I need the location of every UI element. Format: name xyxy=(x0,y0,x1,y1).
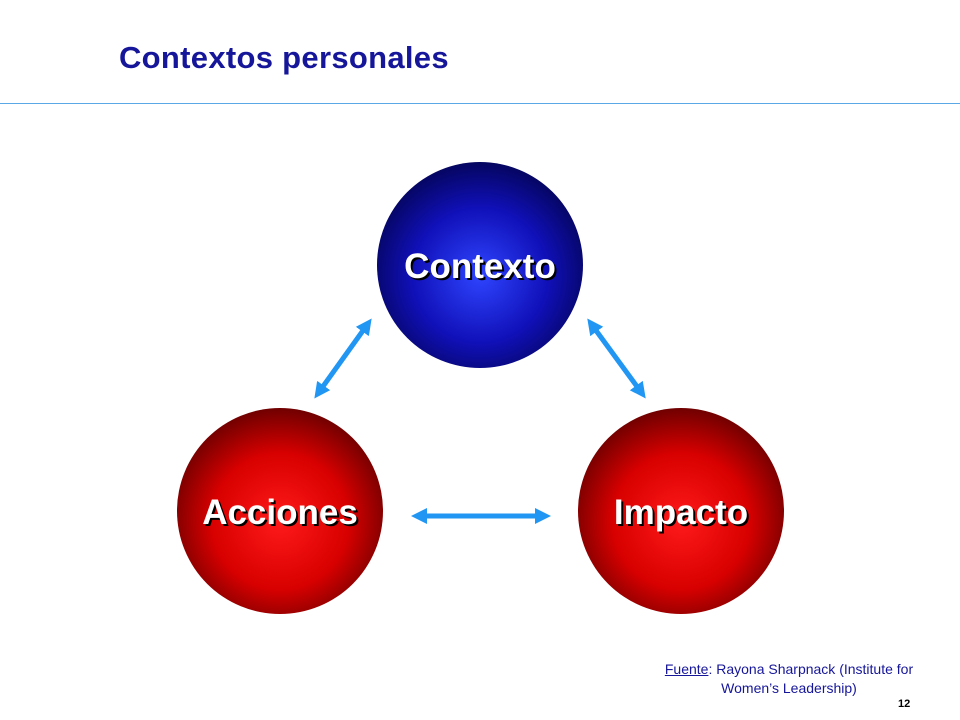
node-contexto-shadow: Contexto xyxy=(406,249,558,288)
node-impacto-shadow: Impacto xyxy=(616,495,750,534)
node-acciones-shadow: Acciones xyxy=(204,495,360,534)
title-divider xyxy=(0,103,960,104)
node-acciones-label: Acciones xyxy=(202,493,358,532)
node-impacto-label: Impacto xyxy=(614,493,748,532)
slide-title: Contextos personales xyxy=(119,40,449,75)
arrow-contexto-acciones xyxy=(314,318,372,399)
source-label: Fuente xyxy=(664,661,709,677)
node-contexto-circle xyxy=(377,162,583,368)
node-impacto-circle xyxy=(578,408,784,614)
node-acciones-circle xyxy=(177,408,383,614)
source-citation: Fuente: Rayona Sharpnack (Institute for … xyxy=(644,660,934,698)
source-text: : Rayona Sharpnack (Institute for Women’… xyxy=(708,661,914,696)
arrow-contexto-impacto xyxy=(587,318,646,399)
node-contexto-label: Contexto xyxy=(404,247,556,286)
page-number: 12 xyxy=(898,698,911,710)
